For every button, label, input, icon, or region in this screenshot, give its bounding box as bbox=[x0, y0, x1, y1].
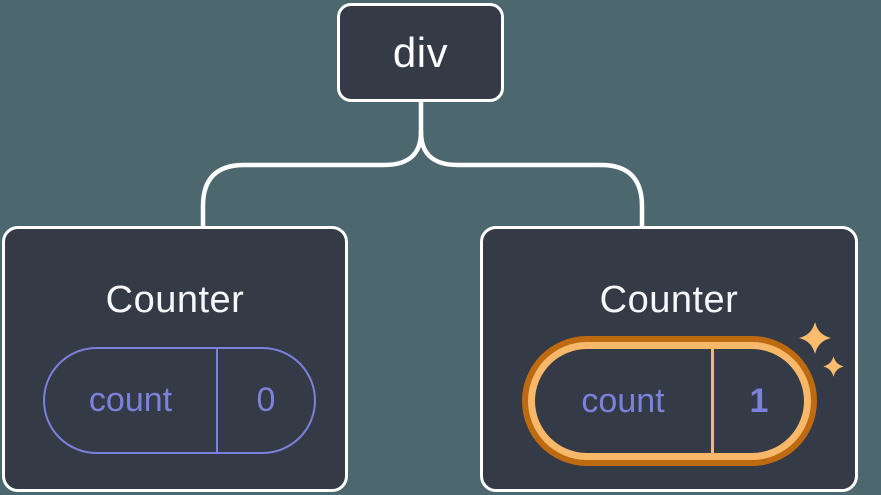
sparkle-icon-large bbox=[799, 322, 831, 354]
state-value: 0 bbox=[256, 381, 276, 419]
connector-left-branch bbox=[200, 129, 424, 231]
state-key-label: count bbox=[535, 349, 714, 453]
counter-title: Counter bbox=[599, 279, 739, 321]
state-pill: count 0 bbox=[43, 347, 316, 454]
counter-node-right: Counter count 1 bbox=[480, 226, 858, 492]
state-pill: count 1 bbox=[535, 349, 804, 453]
root-node-div: div bbox=[337, 3, 504, 102]
state-value: 1 bbox=[749, 381, 769, 420]
connector-right-branch bbox=[418, 129, 645, 231]
state-key-label: count bbox=[45, 349, 218, 452]
root-node-label: div bbox=[392, 28, 449, 76]
counter-title: Counter bbox=[105, 279, 245, 321]
counter-node-left: Counter count 0 bbox=[2, 226, 348, 492]
state-pill-highlight-ring: count 1 bbox=[522, 336, 817, 466]
state-pill-highlight-ring-inner: count 1 bbox=[528, 342, 811, 460]
sparkle-icon-small bbox=[823, 356, 844, 377]
